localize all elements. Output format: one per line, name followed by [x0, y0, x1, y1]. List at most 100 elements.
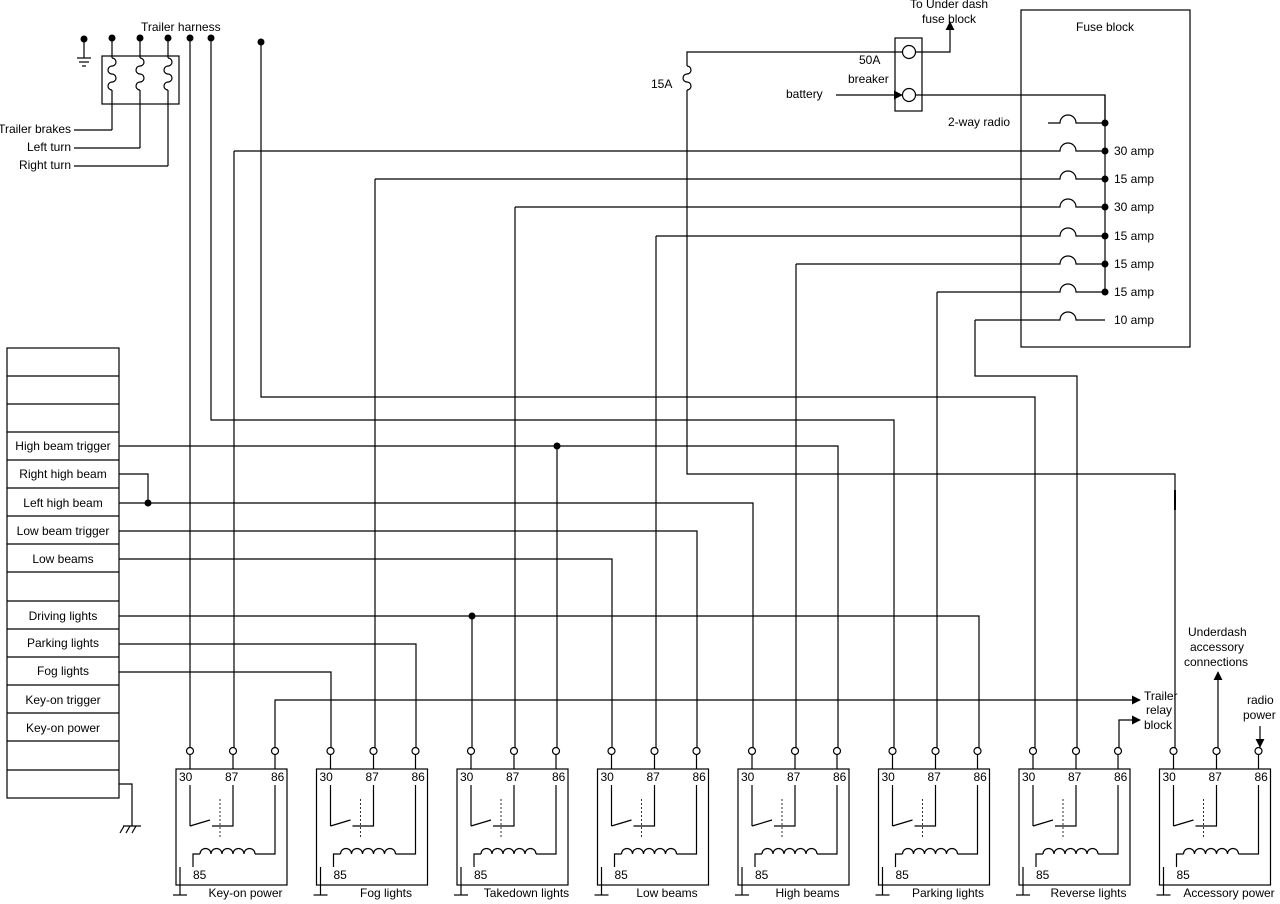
fuse-rating-6: 15 amp	[1114, 285, 1154, 299]
fuse-row-2: 15 amp	[375, 170, 1154, 186]
pin-30-label: 30	[601, 770, 615, 784]
pin-85-label: 85	[1177, 868, 1191, 882]
right-turn-label: Right turn	[19, 158, 71, 172]
breaker-label-1: 50A	[859, 53, 880, 67]
ground-icon	[119, 783, 141, 834]
fuse-row-1: 30 amp	[234, 142, 1154, 158]
relay-name-label: Low beams	[636, 886, 697, 900]
pin-key-on-power: Key-on power	[26, 721, 100, 735]
relay-name-label: Fog lights	[360, 886, 412, 900]
pin-low-beam-trigger: Low beam trigger	[17, 524, 110, 538]
power-source: To Under dash fuse block 50A breaker bat…	[651, 0, 1176, 748]
pin-left-high-beam: Left high beam	[23, 496, 102, 510]
relay-name-label: High beams	[775, 886, 839, 900]
pin-85-label: 85	[1036, 868, 1050, 882]
pin-30-label: 30	[1022, 770, 1036, 784]
fuse-row-3: 30 amp	[515, 198, 1154, 214]
pin-87-label: 87	[225, 770, 239, 784]
wiring	[119, 38, 1141, 748]
pin-85-label: 85	[755, 868, 769, 882]
pin-85-label: 85	[474, 868, 488, 882]
fuse-row-4: 15 amp	[656, 227, 1154, 243]
pin-87-label: 87	[366, 770, 380, 784]
fuse-rating-3: 30 amp	[1114, 200, 1154, 214]
pin-driving-lights: Driving lights	[29, 609, 98, 623]
pin-30-label: 30	[179, 770, 193, 784]
under-dash-label-2: fuse block	[922, 12, 977, 26]
pin-87-label: 87	[787, 770, 801, 784]
pin-86-label: 86	[693, 770, 707, 784]
fuse-row-7: 10 amp	[975, 311, 1154, 327]
left-turn-label: Left turn	[27, 140, 71, 154]
pin-fog-lights: Fog lights	[37, 664, 89, 678]
fuse-row-5: 15 amp	[796, 255, 1154, 271]
pin-86-label: 86	[271, 770, 285, 784]
radio-power-label-1: radio	[1247, 693, 1274, 707]
pin-right-high-beam: Right high beam	[19, 467, 106, 481]
fuse-row-6: 15 amp	[937, 283, 1154, 299]
radio-power-label-2: power	[1243, 708, 1276, 722]
relay-name-label: Accessory power	[1183, 886, 1274, 900]
trailer-relay-label-1: Trailer	[1144, 689, 1178, 703]
underdash-label-1: Underdash	[1188, 625, 1247, 639]
pin-low-beams: Low beams	[32, 552, 93, 566]
pin-30-label: 30	[882, 770, 896, 784]
fuse-row-radio	[1048, 114, 1109, 127]
pin-85-label: 85	[615, 868, 629, 882]
connector: High beam trigger Right high beam Left h…	[6, 347, 141, 834]
pin-key-on-trigger: Key-on trigger	[25, 693, 100, 707]
pin-86-label: 86	[1255, 770, 1269, 784]
pin-30-label: 30	[741, 770, 755, 784]
two-way-radio-label: 2-way radio	[948, 115, 1010, 129]
pin-30-label: 30	[1163, 770, 1177, 784]
pin-parking-lights: Parking lights	[27, 636, 99, 650]
relay-name-label: Reverse lights	[1050, 886, 1126, 900]
pin-86-label: 86	[833, 770, 847, 784]
trailer-relay-label-3: block	[1144, 718, 1173, 732]
breaker-label-2: breaker	[848, 72, 889, 86]
pin-86-label: 86	[1114, 770, 1128, 784]
underdash-label-3: connections	[1184, 655, 1248, 669]
pin-85-label: 85	[334, 868, 348, 882]
breaker-50a	[894, 37, 923, 112]
pin-87-label: 87	[1068, 770, 1082, 784]
trailer-brakes-label: Trailer brakes	[0, 122, 71, 136]
pin-86-label: 86	[974, 770, 988, 784]
relay-name-label: Takedown lights	[484, 886, 569, 900]
pin-87-label: 87	[647, 770, 661, 784]
pin-86-label: 86	[412, 770, 426, 784]
pin-30-label: 30	[460, 770, 474, 784]
fuse-15a-label: 15A	[651, 77, 672, 91]
under-dash-label-1: To Under dash	[910, 0, 988, 11]
battery-label: battery	[786, 87, 823, 101]
fuse-rating-2: 15 amp	[1114, 172, 1154, 186]
pin-85-label: 85	[896, 868, 910, 882]
fuse-block: Fuse block 2-way radio 30 amp 15 amp 30 …	[234, 9, 1191, 348]
pin-87-label: 87	[506, 770, 520, 784]
underdash-label-2: accessory	[1190, 640, 1244, 654]
fuse-rating-5: 15 amp	[1114, 257, 1154, 271]
fuse-rating-7: 10 amp	[1114, 313, 1154, 327]
relay-name-label: Parking lights	[912, 886, 984, 900]
trailer-harness: Trailer harness Trailer brakes Left tur	[0, 20, 265, 172]
fuse-block-title: Fuse block	[1076, 20, 1135, 34]
pin-87-label: 87	[928, 770, 942, 784]
relay-name-label: Key-on power	[208, 886, 282, 900]
fuse-rating-1: 30 amp	[1114, 144, 1154, 158]
pin-high-beam-trigger: High beam trigger	[15, 439, 110, 453]
pin-30-label: 30	[320, 770, 334, 784]
trailer-relay-label-2: relay	[1146, 703, 1172, 717]
trailer-harness-label: Trailer harness	[141, 20, 221, 34]
ground-icon	[77, 39, 91, 67]
pin-87-label: 87	[1209, 770, 1223, 784]
